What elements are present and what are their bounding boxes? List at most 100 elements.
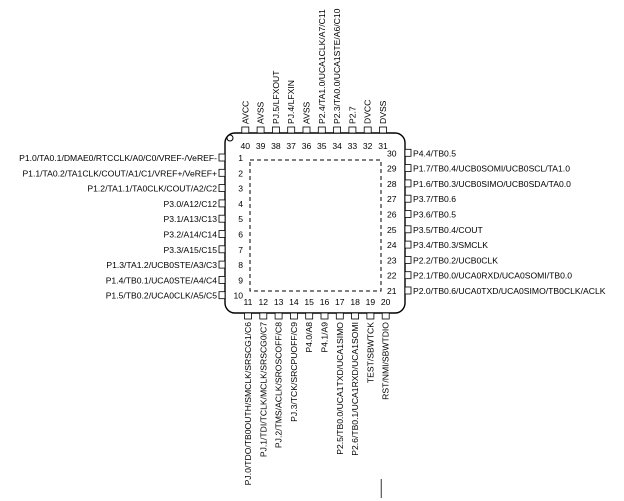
pin-pad bbox=[404, 240, 412, 249]
pin-pad bbox=[271, 126, 280, 134]
pin-number: 2 bbox=[238, 168, 243, 178]
pin-label: AVSS bbox=[256, 101, 266, 124]
pin-pad bbox=[218, 153, 226, 162]
pin-number: 7 bbox=[238, 245, 243, 255]
pins-group: 1P1.0/TA0.1/DMAE0/RTCCLK/A0/C0/VREF-/VeR… bbox=[19, 8, 606, 498]
pin-label: P3.7/TB0.6 bbox=[413, 194, 456, 204]
pin-number: 34 bbox=[332, 141, 342, 151]
pin-pad bbox=[317, 126, 326, 134]
pin-label: P4.1/A9 bbox=[320, 322, 330, 353]
pin-number: 37 bbox=[286, 141, 296, 151]
pin-number: 22 bbox=[387, 271, 397, 281]
pin-number: 18 bbox=[350, 297, 360, 307]
pin-pad bbox=[335, 312, 344, 320]
pin-label: PJ.0/TDO/TB0OUTH/SMCLK/SRSCG1/C6 bbox=[243, 322, 253, 486]
pin-number: 5 bbox=[238, 214, 243, 224]
pin-label: RST/NMI/SBWTDIO bbox=[381, 322, 391, 400]
pin-label: P2.3/TA0.0/UCA1STE/A6/C10 bbox=[332, 8, 342, 124]
pin-label: P3.0/A12/C12 bbox=[163, 199, 217, 209]
pin-pad bbox=[379, 126, 387, 134]
pin-pad bbox=[218, 291, 226, 300]
pin-number: 32 bbox=[363, 141, 373, 151]
pin-pad bbox=[244, 312, 252, 320]
pin-number: 39 bbox=[256, 141, 266, 151]
pin-label: P1.5/TB0.2/UCA0CLK/A5/C5 bbox=[106, 291, 218, 301]
pin-label: P2.7 bbox=[347, 106, 357, 124]
pin-pad bbox=[302, 126, 311, 134]
pin-pad bbox=[256, 126, 265, 134]
pin-number: 31 bbox=[378, 141, 388, 151]
pin-label: DVCC bbox=[363, 100, 373, 124]
pin-pad bbox=[363, 126, 372, 134]
pin-label: PJ.1/TDI/TCLK/MCLK/SRSCG0/C7 bbox=[258, 322, 268, 457]
pin-pad bbox=[366, 312, 375, 320]
pin-label: P1.4/TB0.1/UCA0STE/A4/C4 bbox=[106, 275, 218, 285]
pin-number: 16 bbox=[320, 297, 330, 307]
pin-label: P2.4/TA1.0/UCA1CLK/A7/C11 bbox=[317, 9, 327, 124]
exposed-pad bbox=[249, 159, 382, 292]
pin-number: 30 bbox=[387, 148, 397, 158]
pin-pad bbox=[404, 286, 412, 295]
pin-label: P2.6/TB0.1/UCA1RXD/UCA1SOMI bbox=[350, 322, 360, 456]
pin-label: AVSS bbox=[302, 101, 312, 124]
pin-number: 25 bbox=[387, 225, 397, 235]
pin-label: PJ.3/TCK/SRCPUOFF/C9 bbox=[289, 322, 299, 422]
pin-pad bbox=[381, 312, 390, 320]
pin-label: PJ.4/LFXIN bbox=[286, 80, 296, 124]
pin-label: P3.4/TB0.3/SMCLK bbox=[413, 240, 488, 250]
pin-number: 19 bbox=[366, 297, 376, 307]
pin-label: P4.4/TB0.5 bbox=[413, 148, 456, 158]
pin-label: PJ.5/LFXOUT bbox=[271, 70, 281, 124]
pin-pad bbox=[348, 126, 357, 134]
pin-pad bbox=[333, 126, 342, 134]
pin-number: 1 bbox=[238, 153, 243, 163]
pin-label: P1.2/TA1.1/TA0CLK/COUT/A2/C2 bbox=[87, 184, 217, 194]
pin-number: 27 bbox=[387, 194, 397, 204]
pin-pad bbox=[259, 312, 268, 320]
pin-number: 14 bbox=[289, 297, 299, 307]
pin-pad bbox=[289, 312, 298, 320]
chip-body bbox=[224, 132, 406, 314]
pin-pad bbox=[404, 148, 412, 157]
pin-pad bbox=[305, 312, 314, 320]
pin-pad bbox=[218, 199, 226, 208]
pin-number: 33 bbox=[348, 141, 358, 151]
pin-pad bbox=[404, 271, 412, 280]
pin-pad bbox=[404, 255, 412, 264]
pin-number: 6 bbox=[238, 230, 243, 240]
pin-number: 11 bbox=[244, 297, 253, 307]
pin-number: 13 bbox=[274, 297, 284, 307]
pin-pad bbox=[404, 210, 412, 218]
pin-pad bbox=[404, 179, 412, 188]
pin-pad bbox=[218, 260, 226, 269]
pin-pad bbox=[218, 184, 226, 193]
pin-label: TEST/SBWTCK bbox=[365, 322, 375, 383]
pin-number: 9 bbox=[238, 275, 243, 285]
pin-label: P2.1/TB0.0/UCA0RXD/UCA0SOMI/TB0.0 bbox=[413, 271, 572, 281]
pin-number: 8 bbox=[238, 260, 243, 270]
pin-number: 24 bbox=[387, 240, 397, 250]
pin-label: DVSS bbox=[378, 100, 388, 124]
pin1-indicator bbox=[226, 134, 234, 142]
pin-pad bbox=[404, 164, 412, 173]
pin-label: P3.2/A14/C14 bbox=[163, 230, 217, 240]
pin-label: P1.3/TA1.2/UCB0STE/A3/C3 bbox=[106, 260, 217, 270]
pin-pad bbox=[218, 230, 226, 238]
pin-label: P3.6/TB0.5 bbox=[413, 210, 456, 220]
pin-label: P3.5/TB0.4/COUT bbox=[413, 225, 483, 235]
pin-pad bbox=[404, 194, 412, 203]
pin-label: P3.3/A15/C15 bbox=[163, 245, 217, 255]
pin-pad bbox=[404, 225, 412, 234]
pin-label: P2.0/TB0.6/UCA0TXD/UCA0SIMO/TB0CLK/ACLK bbox=[413, 286, 606, 296]
pin-number: 29 bbox=[387, 164, 397, 174]
pin-number: 10 bbox=[233, 291, 243, 301]
pin-label: P3.1/A13/C13 bbox=[163, 214, 217, 224]
pin-number: 20 bbox=[381, 297, 391, 307]
pin-number: 26 bbox=[387, 210, 397, 220]
pin-pad bbox=[218, 245, 226, 254]
pin-label: P1.6/TB0.3/UCB0SIMO/UCB0SDA/TA0.0 bbox=[413, 179, 571, 189]
pin-pad bbox=[320, 312, 329, 320]
pin-label: AVCC bbox=[240, 101, 250, 124]
pin-pad bbox=[218, 168, 226, 177]
